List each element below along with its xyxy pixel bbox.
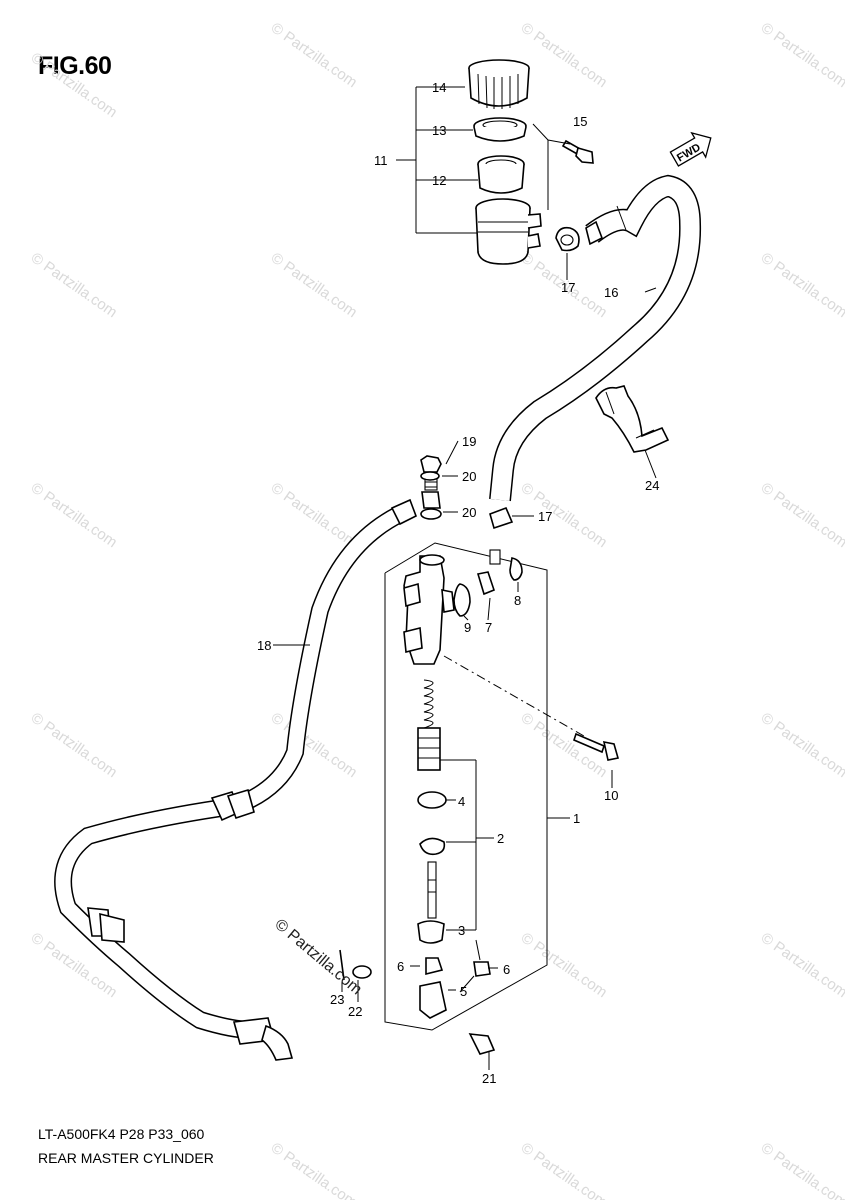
watermark: © Partzilla.com	[518, 19, 611, 91]
reservoir-body	[475, 198, 542, 265]
clevis	[419, 981, 447, 1019]
sealing-washer-lower	[420, 508, 442, 520]
callout-14: 14	[432, 80, 446, 95]
stack-bracket	[410, 759, 570, 993]
mounting-axis	[443, 655, 585, 737]
master-cylinder-body	[403, 554, 455, 665]
watermark: © Partzilla.com	[758, 479, 845, 551]
callout-2: 2	[497, 831, 504, 846]
callout-16: 16	[604, 285, 618, 300]
assembly-outline	[384, 542, 548, 1031]
watermark: © Partzilla.com	[28, 49, 121, 121]
reservoir-bracket	[396, 86, 478, 234]
watermark: © Partzilla.com	[758, 1139, 845, 1200]
hose-clamp-lower	[489, 506, 534, 530]
callout-5: 5	[460, 984, 467, 999]
brake-hose	[54, 498, 418, 1061]
reservoir-hose	[489, 174, 702, 502]
return-spring	[423, 679, 434, 729]
callout-layer: 1 2 3 4 5 6 6 7 8 9 10 11 12 13 14 15 16…	[257, 80, 659, 1086]
piston-set	[417, 727, 441, 771]
callout-13: 13	[432, 123, 446, 138]
callout-10: 10	[604, 788, 618, 803]
brake-hose-fitting	[421, 491, 441, 509]
watermark: © Partzilla.com	[518, 929, 611, 1001]
cotter-pin	[339, 949, 345, 981]
callout-7: 7	[485, 620, 492, 635]
callout-19: 19	[462, 434, 476, 449]
reservoir-cap	[468, 59, 530, 109]
reservoir-screw	[547, 139, 594, 210]
callout-15: 15	[573, 114, 587, 129]
watermark: © Partzilla.com	[28, 709, 121, 781]
watermark: © Partzilla.com	[518, 1139, 611, 1200]
callout-17: 17	[538, 509, 552, 524]
watermark: © Partzilla.com	[268, 479, 361, 551]
watermark: © Partzilla.com	[758, 249, 845, 321]
callout-4: 4	[458, 794, 465, 809]
partzilla-stamp: © Partzilla.com	[271, 916, 365, 998]
callout-20: 20	[462, 505, 476, 520]
clevis-pin	[468, 1033, 496, 1055]
push-rod-boot	[417, 920, 445, 944]
washer	[352, 965, 372, 979]
fwd-label: FWD	[675, 141, 703, 164]
callout-8: 8	[514, 593, 521, 608]
callout-23: 23	[330, 992, 344, 1007]
watermark: © Partzilla.com	[268, 249, 361, 321]
leader-lines	[273, 123, 657, 1070]
diaphragm	[473, 117, 527, 142]
figure-title: FIG.60	[38, 52, 112, 80]
callout-21: 21	[482, 1071, 496, 1086]
o-ring	[453, 583, 471, 617]
callout-18: 18	[257, 638, 271, 653]
callout-11: 11	[374, 153, 388, 168]
watermark: © Partzilla.com	[518, 479, 611, 551]
callout-22: 22	[348, 1004, 362, 1019]
sealing-washer-upper	[420, 471, 440, 481]
lock-nut	[425, 957, 444, 976]
callout-12: 12	[432, 173, 446, 188]
callout-9: 9	[464, 620, 471, 635]
hose-joint	[476, 549, 501, 596]
watermark: © Partzilla.com	[28, 249, 121, 321]
forward-direction-marker: FWD	[669, 131, 712, 167]
callout-3: 3	[458, 923, 465, 938]
circlip	[509, 557, 523, 581]
boot	[417, 791, 447, 809]
callout-6: 6	[397, 959, 404, 974]
callout-6: 6	[503, 962, 510, 977]
nut	[473, 961, 491, 977]
watermark: © Partzilla.com	[28, 479, 121, 551]
watermark: © Partzilla.com	[758, 709, 845, 781]
model-code: LT-A500FK4 P28 P33_060	[38, 1126, 205, 1142]
watermark: © Partzilla.com	[758, 19, 845, 91]
callout-20: 20	[462, 469, 476, 484]
snap-ring	[419, 837, 446, 856]
callout-1: 1	[573, 811, 580, 826]
watermark: © Partzilla.com	[268, 19, 361, 91]
callout-17: 17	[561, 280, 575, 295]
hose-clamp-upper	[555, 226, 580, 280]
callout-24: 24	[645, 478, 659, 493]
hose-guide-bracket	[595, 385, 670, 479]
mounting-bolt	[573, 732, 620, 761]
push-rod	[427, 861, 437, 919]
diaphragm-plate	[477, 155, 525, 194]
watermark: © Partzilla.com	[268, 1139, 361, 1200]
diagram-name: REAR MASTER CYLINDER	[38, 1150, 214, 1166]
watermark: © Partzilla.com	[758, 929, 845, 1001]
